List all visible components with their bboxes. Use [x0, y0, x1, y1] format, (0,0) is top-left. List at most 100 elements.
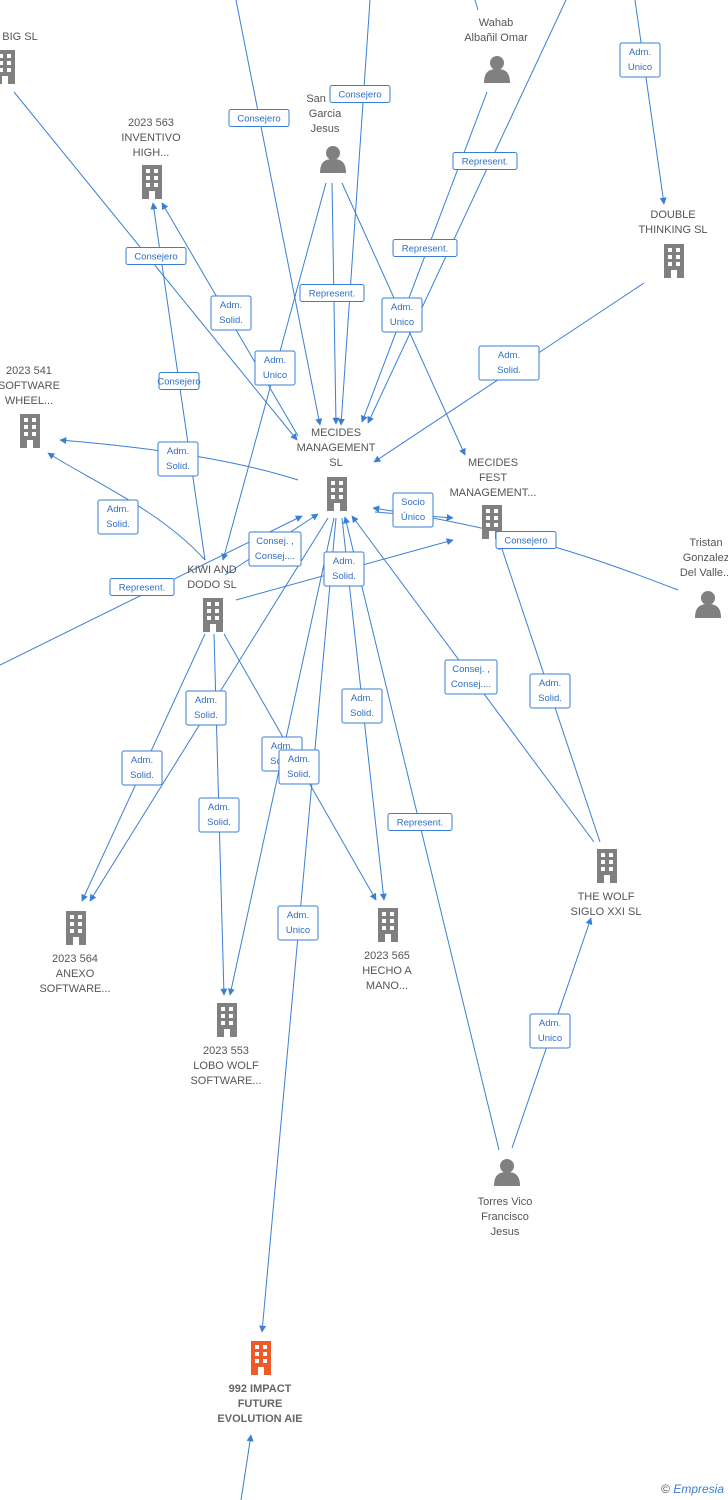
edges [0, 0, 679, 1500]
edge [240, 1434, 254, 1500]
relation-text: Solid. [194, 710, 218, 721]
node-fest[interactable]: MECIDESFESTMANAGEMENT... [450, 457, 537, 539]
node-label: SOFTWARE... [39, 983, 110, 995]
relation-text: Adm. [107, 504, 129, 515]
building-icon [597, 849, 617, 883]
node-label: Wahab [479, 17, 513, 29]
relation-text: Consejero [157, 377, 200, 388]
relation-label[interactable]: Consej. ,Consej.... [444, 659, 498, 695]
relation-label[interactable]: Adm.Solid. [185, 690, 227, 726]
node-label: Del Valle... [680, 567, 728, 579]
relation-text: Unico [286, 925, 310, 936]
edge [235, 0, 323, 426]
relation-label[interactable]: Adm.Unico [529, 1013, 571, 1049]
relation-text: Consejero [237, 114, 280, 125]
brand-logo: Empresia [673, 1482, 724, 1496]
node-label: BIG SL [2, 31, 37, 43]
relation-label[interactable]: Adm.Solid. [198, 797, 240, 833]
relation-text: Represent. [462, 157, 508, 168]
relation-text: Adm. [539, 1018, 561, 1029]
relation-label[interactable]: Adm.Solid. [341, 688, 383, 724]
node-label: Garcia [309, 108, 342, 120]
relation-label[interactable]: Adm.Unico [381, 297, 423, 333]
relation-label[interactable]: Represent. [452, 152, 518, 170]
person-icon [695, 591, 721, 618]
relation-text: Unico [263, 370, 287, 381]
node-label: 2023 553 [203, 1045, 249, 1057]
relation-label[interactable]: Adm.Solid. [278, 749, 320, 785]
relation-text: Adm. [220, 300, 242, 311]
relation-text: Solid. [207, 817, 231, 828]
relation-text: Represent. [309, 289, 355, 300]
node-label: MECIDES [468, 457, 518, 469]
node-inventivo[interactable]: 2023 563INVENTIVOHIGH... [121, 117, 181, 199]
relation-text: Adm. [333, 556, 355, 567]
node-label: Albañil Omar [464, 32, 528, 44]
relation-text: Adm. [288, 754, 310, 765]
relation-label[interactable]: Adm.Solid. [529, 673, 571, 709]
building-icon [20, 414, 40, 448]
node-label: 2023 541 [6, 365, 52, 377]
relation-label[interactable]: Adm. Unico [277, 905, 319, 941]
relation-label[interactable]: Adm. Solid. [478, 345, 540, 381]
edge [13, 91, 298, 441]
node-label: THINKING SL [638, 224, 707, 236]
edge [634, 0, 667, 205]
relation-label[interactable]: Adm.Solid. [157, 441, 199, 477]
relation-text: Único [401, 512, 425, 523]
node-anexo[interactable]: 2023 564ANEXOSOFTWARE... [39, 911, 111, 995]
relation-label[interactable]: Consejero [228, 109, 290, 127]
relation-label[interactable]: Consej. ,Consej.... [248, 531, 302, 567]
relation-label[interactable]: Adm.Solid. [97, 499, 139, 535]
building-icon [378, 908, 398, 942]
relation-label[interactable]: Represent. [299, 284, 365, 302]
node-label: FUTURE [238, 1398, 283, 1410]
relation-text: Consej.... [255, 551, 295, 562]
relation-text: Solid. [497, 365, 521, 376]
relation-text: Consejero [134, 252, 177, 263]
node-label: LOBO WOLF [193, 1060, 259, 1072]
relation-text: Solid. [219, 315, 243, 326]
relation-label[interactable]: Consejero [125, 247, 187, 265]
node-label: Jesus [311, 123, 340, 135]
copyright-symbol: © [661, 1482, 670, 1496]
relation-text: Adm. [264, 355, 286, 366]
relation-label[interactable]: Represent. [392, 239, 458, 257]
relation-label[interactable]: Consejero [495, 531, 557, 549]
relation-text: Adm. [498, 350, 520, 361]
relation-label[interactable]: Adm. Solid. [210, 295, 252, 331]
node-big[interactable]: BIG SL [0, 31, 38, 84]
relation-text: Adm. [287, 910, 309, 921]
relation-text: Represent. [119, 583, 165, 594]
relation-label[interactable]: Adm. Unico [254, 350, 296, 386]
relation-label[interactable]: Adm.Solid. [323, 551, 365, 587]
relation-text: Adm. [629, 47, 651, 58]
relation-label[interactable]: Adm.Unico [619, 42, 661, 78]
node-label: SOFTWARE... [190, 1075, 261, 1087]
relation-text: Adm. [271, 741, 293, 752]
relation-label[interactable]: Represent. [109, 578, 175, 596]
node-wheel[interactable]: 2023 541SOFTWAREWHEEL... [0, 365, 60, 448]
relation-label[interactable]: Consejero [157, 372, 201, 390]
node-label: 2023 563 [128, 117, 174, 129]
relation-label[interactable]: Represent. [387, 813, 453, 831]
relation-label[interactable]: Adm.Solid. [121, 750, 163, 786]
relation-labels: ConsejeroConsejeroAdm.UnicoRepresent.Con… [97, 42, 661, 1049]
node-label: SL [329, 457, 342, 469]
relation-label[interactable]: Consejero [329, 85, 391, 103]
person-icon [484, 56, 510, 83]
node-label: WHEEL... [5, 395, 53, 407]
